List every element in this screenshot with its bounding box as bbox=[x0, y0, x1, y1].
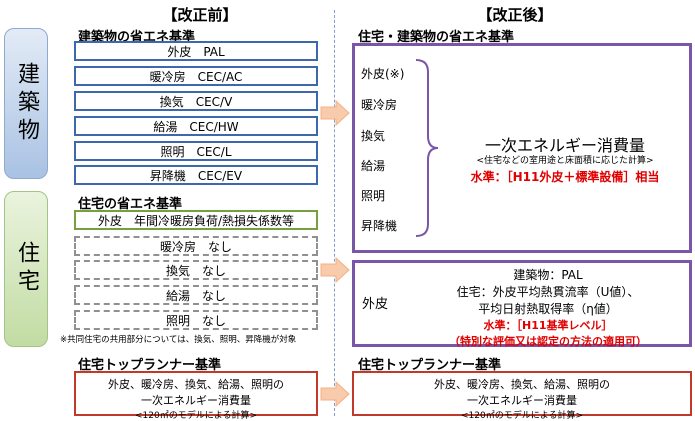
after-main-box bbox=[352, 43, 692, 253]
before-housing-item: 暖冷房 なし bbox=[74, 236, 318, 256]
before-housing-envelope: 外皮 年間冷暖房負荷/熱損失係数等 bbox=[74, 210, 318, 230]
before-housing-item: 照明 なし bbox=[74, 310, 318, 330]
after-energy-level: 水準：［H11外皮＋標準設備］相当 bbox=[470, 170, 660, 184]
after-item: 換気 bbox=[361, 129, 386, 143]
after-envelope-content: 建築物：PAL 住宅：外皮平均熱貫流率（U値）、 平均日射熱取得率（η値） 水準… bbox=[408, 266, 688, 349]
before-building-item: 外皮 PAL bbox=[74, 41, 318, 61]
before-building-item: 照明 CEC/L bbox=[74, 141, 318, 161]
after-envelope-line: 平均日射熱取得率（η値） bbox=[478, 302, 618, 316]
side-label-building: 建築物 bbox=[4, 28, 48, 179]
after-energy-title: 一次エネルギー消費量 bbox=[484, 136, 645, 155]
before-building-item: 昇降機 CEC/EV bbox=[74, 165, 318, 185]
before-housing-note: ※共同住宅の共用部分については、換気、照明、昇降機が対象 bbox=[60, 335, 297, 345]
before-housing-item: 給湯 なし bbox=[74, 285, 318, 305]
after-toprunner-title: 住宅トップランナー基準 bbox=[358, 358, 502, 373]
before-toprunner-box: 外皮、暖冷房、換気、給湯、照明の 一次エネルギー消費量 <120㎡のモデルによる… bbox=[74, 371, 318, 421]
after-envelope-level: 水準：［H11基準レベル］ bbox=[483, 319, 613, 332]
before-housing-item: 換気 なし bbox=[74, 260, 318, 280]
after-toprunner-line: <120㎡のモデルによる計算> bbox=[461, 411, 583, 421]
after-toprunner-line: 外皮、暖冷房、換気、給湯、照明の bbox=[434, 378, 610, 391]
before-building-item: 暖冷房 CEC/AC bbox=[74, 66, 318, 86]
after-item: 照明 bbox=[361, 189, 386, 203]
after-envelope-note: （特別な評価又は認定の方法の適用可） bbox=[449, 335, 647, 348]
before-building-item: 換気 CEC/V bbox=[74, 91, 318, 111]
header-after: 【改正後】 bbox=[477, 6, 553, 24]
after-item: 暖冷房 bbox=[361, 98, 398, 112]
after-main-title: 住宅・建築物の省エネ基準 bbox=[358, 30, 515, 45]
before-toprunner-line: <120㎡のモデルによる計算> bbox=[135, 411, 257, 421]
header-before: 【改正前】 bbox=[162, 6, 238, 24]
arrow-icon bbox=[320, 257, 350, 283]
before-toprunner-line: 外皮、暖冷房、換気、給湯、照明の bbox=[108, 378, 284, 391]
after-toprunner-line: 一次エネルギー消費量 bbox=[467, 394, 577, 407]
after-envelope-box bbox=[352, 260, 692, 347]
after-toprunner-box: 外皮、暖冷房、換気、給湯、照明の 一次エネルギー消費量 <120㎡のモデルによる… bbox=[352, 371, 692, 421]
brace-icon bbox=[415, 59, 439, 237]
before-building-item: 給湯 CEC/HW bbox=[74, 116, 318, 136]
after-item: 給湯 bbox=[361, 159, 386, 173]
center-divider bbox=[334, 10, 335, 416]
after-item: 外皮(※) bbox=[361, 67, 405, 81]
arrow-icon bbox=[320, 381, 350, 407]
before-toprunner-line: 一次エネルギー消費量 bbox=[141, 394, 251, 407]
after-envelope-line: 建築物：PAL bbox=[513, 268, 583, 282]
after-energy-sub: <住宅などの室用途と床面積に応じた計算> bbox=[476, 156, 654, 166]
before-toprunner-title: 住宅トップランナー基準 bbox=[78, 358, 222, 373]
after-item: 昇降機 bbox=[361, 219, 398, 233]
side-label-housing: 住宅 bbox=[4, 191, 48, 347]
after-envelope-label: 外皮 bbox=[362, 297, 389, 312]
after-envelope-line: 住宅：外皮平均熱貫流率（U値）、 bbox=[456, 285, 640, 299]
arrow-icon bbox=[320, 100, 350, 126]
before-housing-title: 住宅の省エネ基準 bbox=[78, 197, 183, 212]
